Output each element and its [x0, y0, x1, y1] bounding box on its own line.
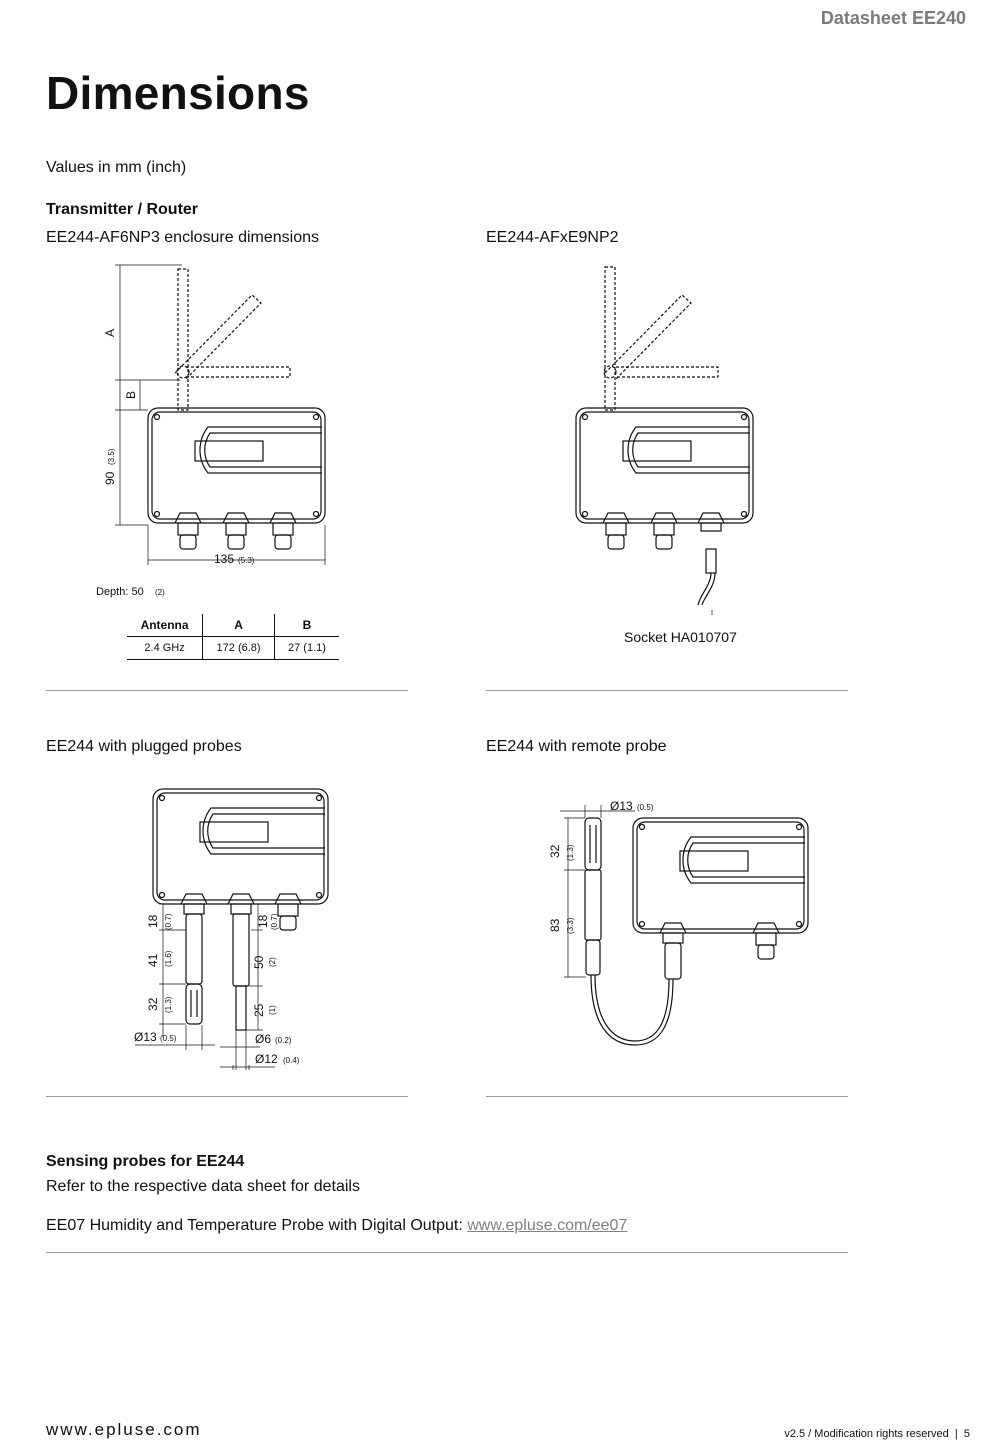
divider [486, 1096, 848, 1097]
table-header-antenna: Antenna [127, 614, 203, 637]
cable-gland-2 [222, 512, 250, 550]
table-cell-antenna: 2.4 GHz [127, 636, 203, 660]
dim-41-inch: (1.6) [164, 950, 173, 967]
cable-gland-1 [174, 512, 202, 550]
dim-height-90: 90 [103, 471, 117, 485]
probe-ee07-large [180, 893, 208, 1025]
depth-inch: (2) [155, 588, 165, 597]
table-header-a: A [202, 614, 275, 637]
table-header-b: B [273, 614, 339, 637]
dim-dia6: Ø6 [255, 1032, 271, 1046]
footer-website[interactable]: www.epluse.com [46, 1420, 202, 1439]
dim-83: 83 [548, 918, 562, 932]
probe-description: EE07 Humidity and Temperature Probe with… [46, 1217, 468, 1234]
socket-connector [697, 512, 725, 606]
remote-connector [659, 922, 687, 980]
dim-label-a: A [103, 329, 117, 337]
cable-gland-2 [752, 922, 780, 960]
document-title: Datasheet EE240 [820, 8, 966, 28]
drawing-af6np3: A B 90 (3.5) 135 (5.3) Depth: 50 (2) [96, 264, 326, 598]
page-title: Dimensions [46, 67, 310, 119]
dim-50: 50 [252, 955, 266, 969]
caption-plugged-probes: EE244 with plugged probes [46, 738, 242, 755]
dim-dia13-inch: (0.5) [160, 1034, 177, 1043]
footer-version: v2.5 / Modification rights reserved | 5 [784, 1428, 970, 1440]
caption-remote-probe: EE244 with remote probe [486, 738, 667, 755]
dim-height-90-inch: (3.5) [107, 448, 116, 465]
dim-32-inch: (1.3) [164, 996, 173, 1013]
cable-gland-2 [650, 512, 678, 550]
probe-ee07-small [227, 893, 255, 1031]
dim-18-b-inch: (0.7) [270, 913, 279, 930]
table-cell-b: 27 (1.1) [273, 636, 339, 660]
sensing-probes-subtitle: Refer to the respective data sheet for d… [46, 1178, 360, 1195]
dim-dia6-inch: (0.2) [275, 1036, 292, 1045]
dim-32: 32 [146, 997, 160, 1011]
drawing-remote-probe: Ø13 (0.5) 32 (1.3) 83 (3.3) [548, 799, 809, 1046]
cable-gland-1 [602, 512, 630, 550]
probe-reference: EE07 Humidity and Temperature Probe with… [46, 1217, 627, 1235]
table-row: 2.4 GHz 172 (6.8) 27 (1.1) [127, 636, 339, 660]
table-cell-a: 172 (6.8) [202, 636, 275, 660]
remote-probe [584, 817, 602, 976]
dim-25-inch: (1) [268, 1005, 277, 1015]
dim-width-135: 135 [214, 552, 234, 566]
dim-dia12-inch: (0.4) [283, 1056, 300, 1065]
dim-25: 25 [252, 1003, 266, 1017]
dim-dia13: Ø13 [610, 799, 633, 813]
drawing-plugged-probes: 18 (0.7) 41 (1.6) 32 (1.3) 18 (0.7) 50 (… [134, 788, 329, 1070]
cable-gland-3 [269, 512, 297, 550]
dim-dia13: Ø13 [134, 1030, 157, 1044]
divider [46, 1096, 408, 1097]
divider [46, 690, 408, 691]
dim-18-b: 18 [256, 914, 270, 928]
socket-label: Socket HA010707 [624, 629, 737, 645]
section-title: Transmitter / Router [46, 201, 199, 218]
divider [486, 690, 848, 691]
dim-18-a-inch: (0.7) [164, 913, 173, 930]
dim-18-a: 18 [146, 914, 160, 928]
caption-af6np3: EE244-AF6NP3 enclosure dimensions [46, 229, 320, 246]
depth-label: Depth: 50 [96, 586, 144, 598]
caption-afxe9np2: EE244-AFxE9NP2 [486, 229, 619, 246]
dim-label-b: B [124, 391, 138, 399]
dim-83-inch: (3.3) [566, 917, 575, 934]
divider [46, 1252, 848, 1253]
antenna-table: Antenna A B 2.4 GHz 172 (6.8) 27 (1.1) [127, 614, 339, 660]
dim-32: 32 [548, 844, 562, 858]
sensing-probes-title: Sensing probes for EE244 [46, 1153, 245, 1170]
drawing-afxe9np2 [575, 266, 754, 615]
dim-dia12: Ø12 [255, 1052, 278, 1066]
dim-width-135-inch: (5.3) [238, 556, 255, 565]
cable-gland-3 [274, 893, 302, 931]
dim-dia13-inch: (0.5) [637, 803, 654, 812]
dim-41: 41 [146, 953, 160, 967]
units-note: Values in mm (inch) [46, 159, 187, 176]
dim-32-inch: (1.3) [566, 844, 575, 861]
ee07-link[interactable]: www.epluse.com/ee07 [467, 1217, 628, 1234]
dim-50-inch: (2) [268, 957, 277, 967]
